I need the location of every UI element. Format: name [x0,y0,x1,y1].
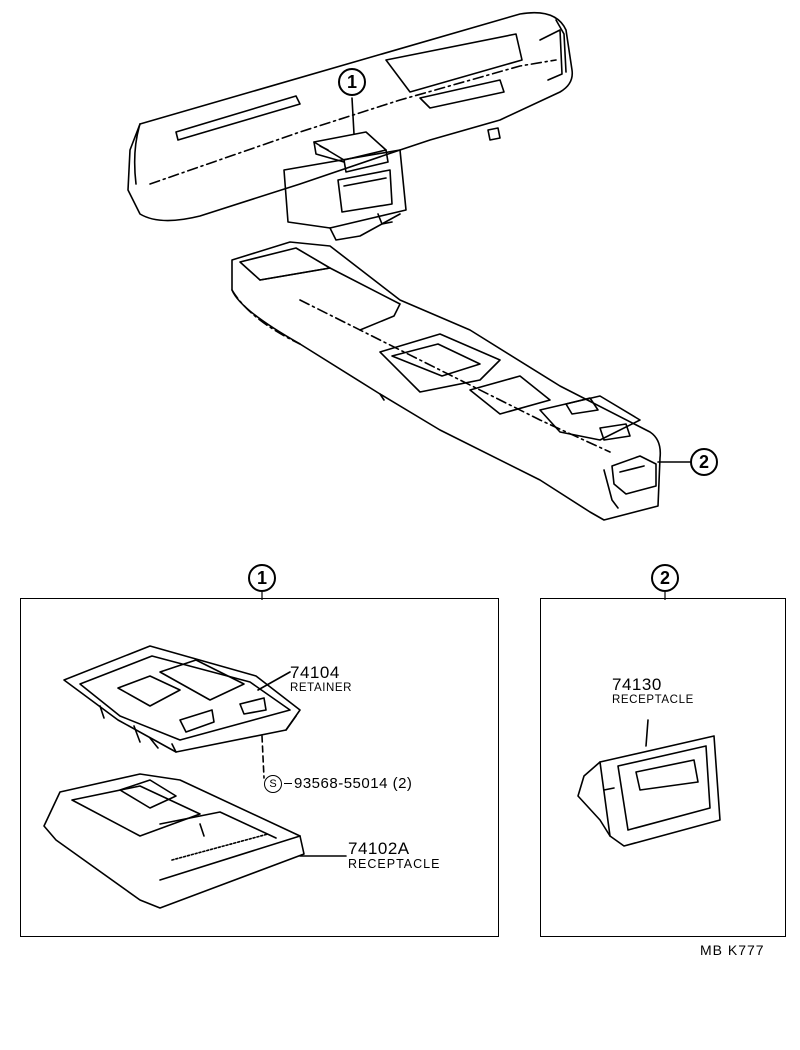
rear-receptacle-part-number: 74130 [612,675,662,694]
retainer-part-number: 74104 [290,663,340,682]
retainer-illustration [63,645,301,753]
screw-leader [261,735,265,779]
center-console-illustration [231,241,691,521]
screw-part-number: 93568-55014 (2) [294,775,413,792]
panel-2-ref-circle: 2 [651,564,679,592]
diagram-code: MB K777 [700,942,765,958]
detail-panel-1 [20,598,499,937]
screw-symbol: S [264,775,282,793]
retainer-name: RETAINER [290,682,353,694]
rear-receptacle-illustration [577,719,721,847]
receptacle-name: RECEPTACLE [348,857,441,871]
receptacle-part-number: 74102A [348,839,410,858]
screw-leader-dash [284,783,292,784]
detail-panel-2 [540,598,786,937]
dashboard-illustration [127,11,574,241]
callout-1-dashboard: 1 [338,68,366,96]
rear-receptacle-name: RECEPTACLE [612,694,694,706]
retainer-leader [257,671,291,691]
ashtray-receptacle-illustration [43,773,347,909]
callout-2-console: 2 [690,448,718,476]
panel-1-ref-circle: 1 [248,564,276,592]
